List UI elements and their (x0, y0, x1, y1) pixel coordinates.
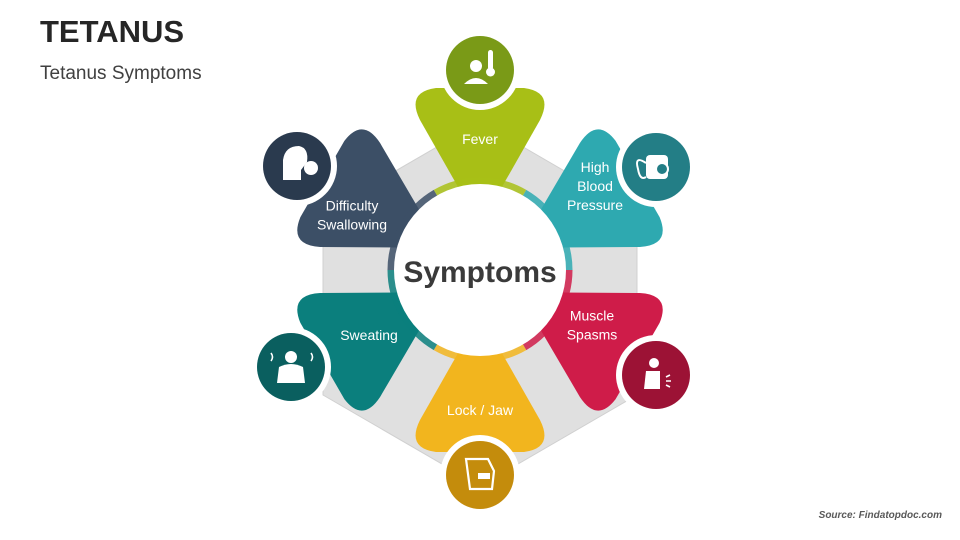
thermometer-person-icon (440, 30, 520, 110)
symptom-petal-muscle-spasms (527, 292, 663, 411)
petal-shape (527, 292, 663, 411)
swallowing-head-icon (257, 126, 337, 206)
symptom-label: Fever (462, 131, 498, 147)
petal-shape (527, 129, 663, 248)
symptom-petal-lockjaw (415, 326, 545, 452)
symptom-petal-fever (415, 88, 545, 214)
sweating-person-icon (251, 327, 331, 407)
petal-shape (297, 129, 433, 248)
page-subtitle: Tetanus Symptoms (40, 63, 202, 84)
symptom-label: Difficulty (326, 198, 379, 214)
symptom-label: Muscle (570, 308, 615, 324)
center-label: Symptoms (403, 256, 556, 289)
muscle-spasm-person-icon (616, 335, 696, 415)
symptom-label: Pressure (567, 197, 623, 213)
symptom-petal-high-blood-pressure (527, 129, 663, 248)
petal-shape (415, 326, 545, 452)
blood-pressure-monitor-icon (616, 127, 696, 207)
jaw-lock-icon (440, 435, 520, 515)
petal-shape (297, 292, 433, 411)
symptom-label: Sweating (340, 327, 398, 343)
source-note: Source: Findatopdoc.com (818, 510, 942, 521)
symptom-label: High (581, 159, 610, 175)
page-title: TETANUS (40, 14, 185, 49)
center-disc (394, 184, 566, 356)
symptom-label: Blood (577, 178, 613, 194)
petal-shape (415, 88, 545, 214)
symptom-petal-difficulty-swallowing (297, 129, 433, 248)
symptom-label: Lock / Jaw (447, 402, 514, 418)
symptom-petal-sweating (297, 292, 433, 411)
symptom-label: Spasms (567, 327, 618, 343)
symptom-label: Swallowing (317, 217, 387, 233)
